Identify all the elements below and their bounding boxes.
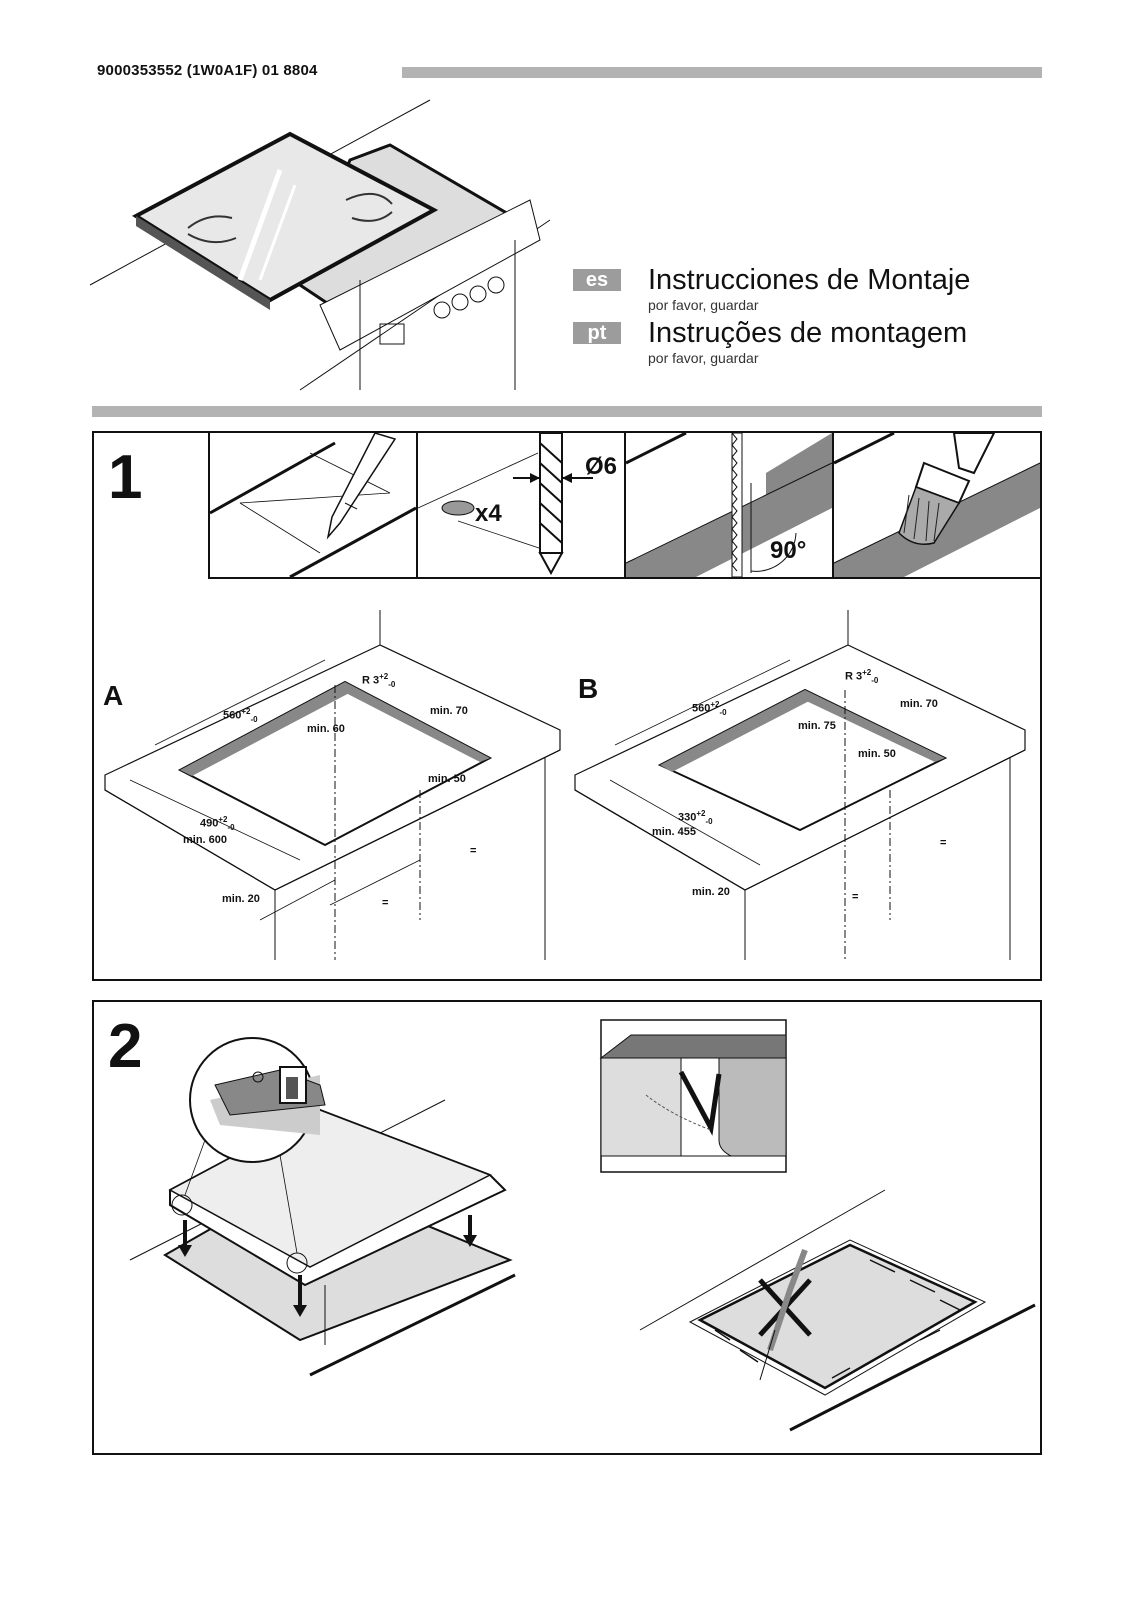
variant-a-min-back: min. 70 bbox=[430, 705, 468, 717]
variant-b-min-thickness: min. 20 bbox=[692, 886, 730, 898]
variant-b-cutout-diagram bbox=[574, 610, 1026, 960]
variant-b-width: 560+2-0 bbox=[692, 700, 727, 717]
language-tag-pt: pt bbox=[573, 322, 621, 344]
variant-a-radius: R 3+2-0 bbox=[362, 672, 396, 689]
cover-hob-illustration bbox=[89, 99, 551, 391]
document-number: 9000353552 (1W0A1F) 01 8804 bbox=[97, 62, 318, 79]
variant-b-radius: R 3+2-0 bbox=[845, 668, 879, 685]
variant-b-equal-1: = bbox=[940, 837, 947, 849]
saw-cut-illustration bbox=[625, 431, 833, 578]
variant-b-letter: B bbox=[578, 673, 599, 704]
variant-b-min-left: min. 75 bbox=[798, 720, 836, 732]
hob-removal-illustration bbox=[639, 1189, 1036, 1432]
brush-illustration bbox=[833, 431, 1041, 577]
step1-number: 1 bbox=[108, 443, 143, 512]
step1-strip bbox=[208, 431, 1042, 579]
variant-a-depth: 490+2-0 bbox=[200, 815, 235, 832]
drill-illustration bbox=[417, 432, 593, 576]
step2-panel bbox=[92, 1000, 1042, 1455]
hob-insertion-illustration bbox=[129, 1037, 516, 1377]
step2-number: 2 bbox=[108, 1012, 143, 1081]
variant-b-depth: 330+2-0 bbox=[678, 809, 713, 826]
clip-detail-illustration bbox=[599, 1019, 787, 1173]
variant-b-equal-2: = bbox=[852, 891, 859, 903]
variant-a-letter: A bbox=[103, 680, 124, 711]
section-divider bbox=[92, 406, 1042, 417]
marking-pencil-illustration bbox=[209, 432, 417, 579]
title-pt: Instruções de montagem bbox=[648, 317, 968, 349]
variant-a-min-thickness: min. 20 bbox=[222, 893, 260, 905]
variant-b-min-back: min. 70 bbox=[900, 698, 938, 710]
strip-divider-1 bbox=[416, 431, 418, 578]
variant-b-min-worktop: min. 455 bbox=[652, 826, 697, 838]
variant-a-min-right: min. 50 bbox=[428, 773, 466, 785]
drill-count-label: x4 bbox=[475, 500, 502, 527]
drill-diameter-label: Ø6 bbox=[585, 453, 618, 480]
variant-a-equal-1: = bbox=[470, 845, 477, 857]
variant-a-equal-2: = bbox=[382, 897, 389, 909]
strip-divider-3 bbox=[832, 431, 834, 578]
title-es: Instrucciones de Montaje bbox=[648, 264, 971, 296]
subtitle-es: por favor, guardar bbox=[648, 297, 759, 313]
subtitle-pt: por favor, guardar bbox=[648, 350, 759, 366]
variant-a-min-left: min. 60 bbox=[307, 723, 345, 735]
header-divider bbox=[402, 67, 1042, 78]
variant-b-min-right: min. 50 bbox=[858, 748, 896, 760]
variant-a-width: 560+2-0 bbox=[223, 707, 258, 724]
variant-a-cutout-diagram bbox=[104, 610, 561, 960]
step1-panel bbox=[92, 431, 1042, 981]
language-tag-es: es bbox=[573, 269, 621, 291]
variant-a-min-worktop: min. 600 bbox=[183, 834, 228, 846]
strip-divider-2 bbox=[624, 431, 626, 578]
angle-label: 90° bbox=[770, 537, 807, 564]
